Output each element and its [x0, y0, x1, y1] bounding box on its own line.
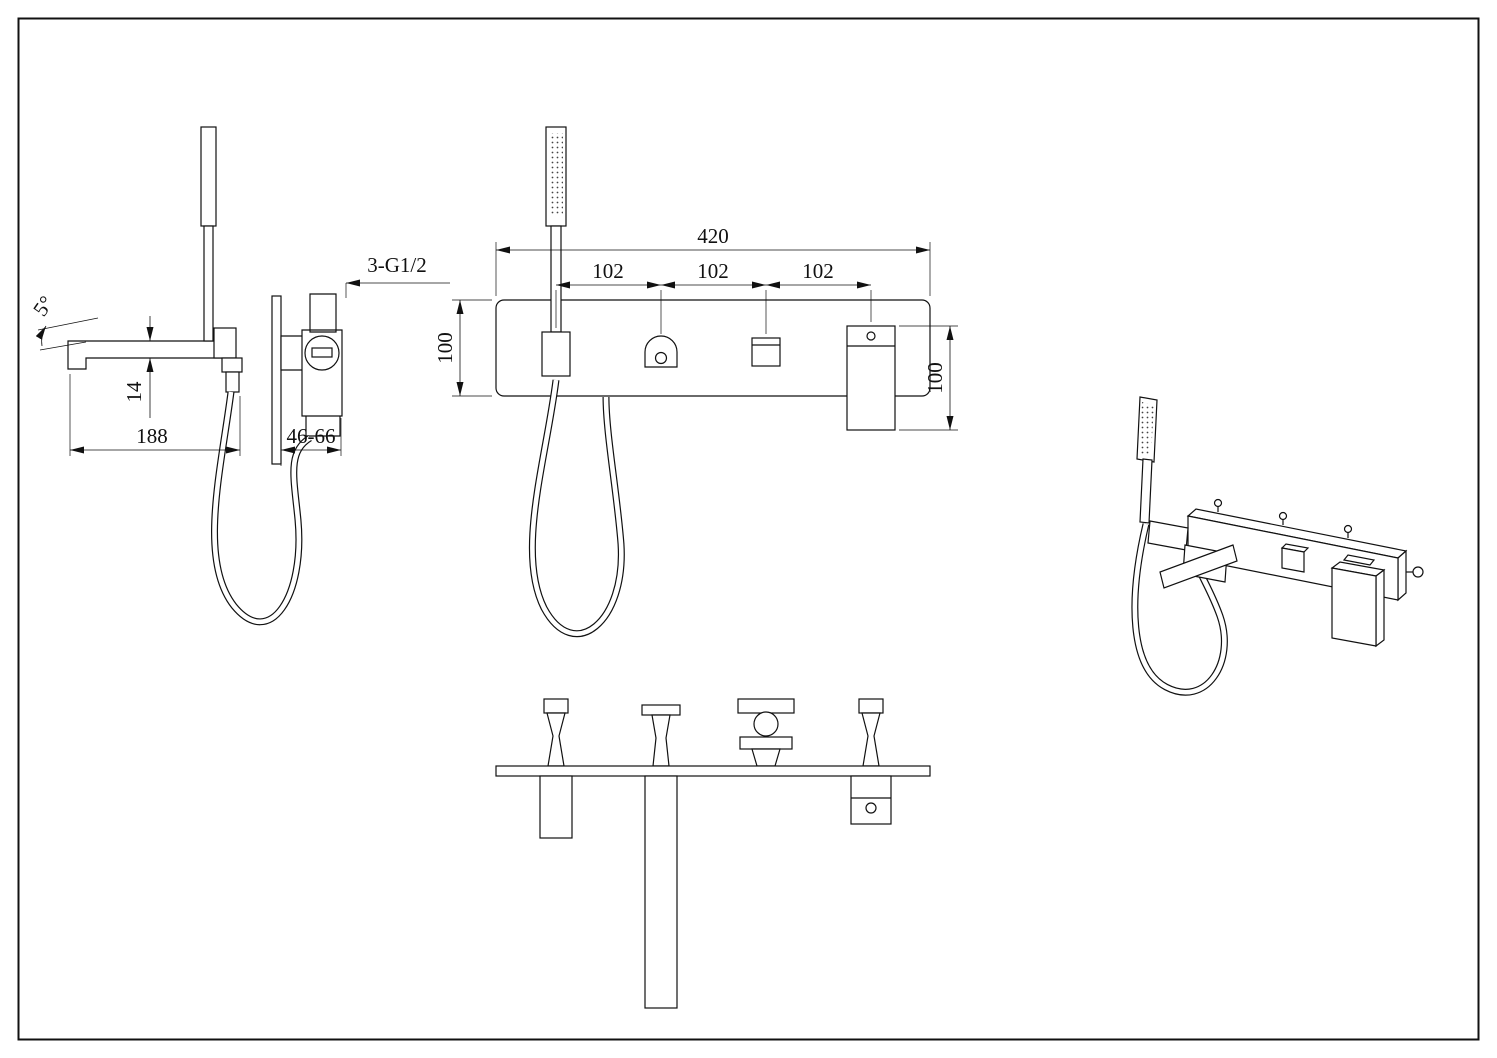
dim-spout-drop-label: 14	[122, 381, 146, 403]
dim-total-width-label: 420	[697, 224, 729, 248]
iso-stud-2	[1278, 511, 1288, 521]
iso-square-knob	[1281, 547, 1305, 573]
diverter-knob	[644, 335, 678, 368]
iso-mixer-front-face	[1331, 567, 1377, 647]
dim-spout-length-label: 188	[136, 424, 168, 448]
iso-stud-3	[1343, 524, 1353, 534]
square-handle	[751, 337, 781, 367]
spray-face	[549, 133, 563, 215]
wall-plate-side	[271, 295, 282, 465]
valve-union-fitting	[737, 698, 795, 767]
mixer-index-dot	[866, 331, 876, 341]
iso-mixer-side-face	[1375, 568, 1385, 648]
dim-spacing-1-label: 102	[592, 259, 624, 283]
holder-bottom	[539, 775, 573, 839]
iso-hand-shower-handle	[1139, 458, 1153, 524]
fitting-cap	[543, 698, 569, 714]
dim-spacing-2-label: 102	[697, 259, 729, 283]
hose-nut-side	[221, 357, 243, 373]
iso-spray-face	[1139, 402, 1154, 456]
thread-label: 3-G1/2	[367, 253, 427, 277]
spout-bottom	[644, 775, 678, 1009]
iso-hose-inner	[1132, 523, 1227, 695]
angle-reference-lines	[37, 317, 99, 351]
fitting-cap	[858, 698, 884, 714]
iso-mixer-lever	[1342, 554, 1376, 566]
dim-188-extension-lines	[69, 374, 241, 456]
mixer-bottom	[850, 775, 892, 825]
iso-plate-end-face	[1397, 549, 1407, 602]
diverter-button	[654, 351, 668, 365]
iso-side-knob	[1412, 566, 1424, 578]
dim-102-extension-lines	[555, 290, 872, 334]
hand-shower-head-side	[200, 126, 217, 227]
shower-hose-front-inner	[530, 379, 624, 636]
hand-shower-handle-side	[203, 225, 214, 342]
mixer-handle	[846, 325, 896, 431]
shower-outlet-fitting	[543, 698, 569, 767]
iso-stud-1	[1213, 498, 1223, 508]
dim-mixer-height-label: 100	[923, 362, 947, 394]
fitting-circle	[753, 711, 779, 737]
shower-hose-side-inner	[212, 391, 312, 625]
fitting-flange	[739, 736, 793, 750]
hose-connector-side	[225, 371, 240, 393]
fitting-stem	[751, 748, 781, 767]
dim-plate-height-label: 100	[433, 332, 457, 364]
iso-spout	[1159, 544, 1238, 589]
bottom-view	[495, 698, 931, 1009]
isometric-view	[1131, 396, 1424, 696]
angle-arc-arrow	[35, 325, 47, 347]
front-view: 420 102 102 102 100 100	[433, 126, 958, 638]
shower-holder-side	[213, 327, 237, 359]
side-view: 5° 14 188 46-66 3-G1/2	[28, 126, 450, 626]
dim-spacing-3-label: 102	[802, 259, 834, 283]
dim-wall-depth-label: 46-66	[287, 424, 336, 448]
mixer-bottom-dot	[865, 802, 877, 814]
fitting-flange	[641, 704, 681, 716]
plate-edge	[495, 765, 931, 777]
shower-holder	[541, 331, 571, 377]
fitting-cap	[737, 698, 795, 714]
valve-slot	[311, 347, 333, 358]
mounting-plate	[495, 299, 931, 397]
